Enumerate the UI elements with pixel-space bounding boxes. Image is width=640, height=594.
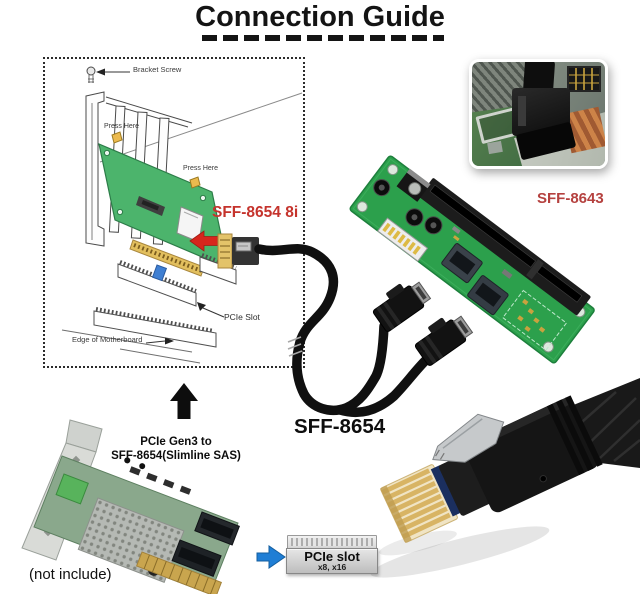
bracket-screw-label: Bracket Screw (133, 65, 182, 74)
up-arrow-icon (170, 383, 198, 419)
slot-pins (291, 538, 373, 546)
raid-card-caption: PCIe Gen3 to SFF-8654(Slimline SAS) (96, 436, 256, 463)
connector-body (464, 398, 599, 513)
gold-fingers (380, 464, 458, 543)
caption-line-2: SFF-8654(Slimline SAS) (111, 449, 241, 462)
metal-latch (432, 413, 505, 463)
pcb-edge (430, 465, 462, 517)
sata-power-connector (377, 217, 429, 262)
installation-diagram-box (43, 57, 305, 368)
caption-line-1: PCIe Gen3 to (140, 436, 212, 448)
raid-sas-port-1 (194, 511, 240, 546)
motherboard-photo (469, 59, 608, 169)
cable-branch (335, 355, 431, 418)
cable-band (566, 378, 640, 468)
sff8654-connector-photo (370, 378, 640, 578)
pcie-slot-label: PCIe Slot (224, 312, 260, 322)
title-underline (202, 35, 444, 41)
not-include-label: (not include) (29, 566, 112, 583)
adapter-card-photo (349, 155, 595, 364)
raid-gold-edge (135, 551, 223, 594)
pcie-slot-illustration (287, 535, 377, 549)
raid-sas-port-2 (171, 539, 222, 577)
sff8643-port-2 (467, 275, 509, 316)
pcie-slot-tag-sizes: x8, x16 (317, 561, 347, 572)
cable-plug-b (414, 315, 474, 366)
press-here-label-top: Press Here (104, 123, 140, 130)
sff8643-port-1 (441, 243, 483, 284)
sff8643-label: SFF-8643 (537, 190, 604, 207)
raid-chip (55, 473, 89, 505)
blue-arrow-icon (256, 545, 286, 569)
motherboard-edge-label: Edge of Motherboard (72, 335, 143, 344)
sff8654-label: SFF-8654 (294, 415, 386, 438)
page-title: Connection Guide (195, 1, 445, 33)
plug-highlight (518, 96, 526, 126)
pcie-slot-tag-title: PCIe slot (304, 548, 360, 564)
press-here-label-right: Press Here (183, 165, 219, 172)
pcie-slot-tag: PCIe slot x8, x16 (286, 548, 378, 574)
pin-header (567, 66, 601, 92)
sff8654-8i-label: SFF-8654 8i (212, 204, 299, 221)
cable-plug-a (372, 281, 432, 332)
